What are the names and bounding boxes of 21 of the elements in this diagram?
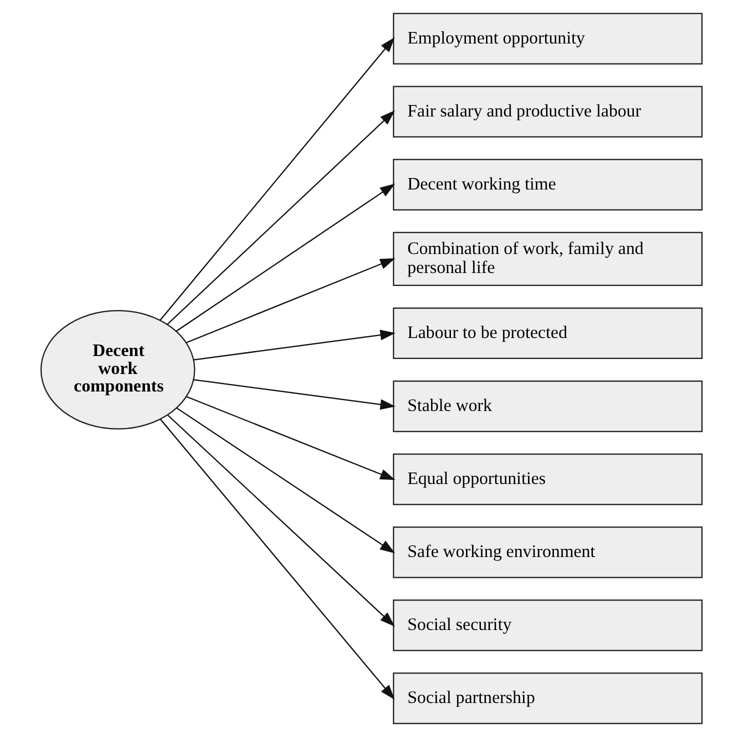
arrow — [176, 408, 395, 554]
node-box: Fair salary and productive labour — [392, 86, 702, 138]
node-box: Equal opportunities — [392, 453, 702, 506]
arrow — [186, 396, 395, 480]
node-box: Social security — [392, 600, 702, 652]
node-box: Social partnership — [392, 672, 702, 724]
arrow — [193, 379, 395, 410]
arrow — [166, 414, 394, 627]
node-box: Combination of work, family and personal life — [392, 232, 702, 286]
arrow — [193, 330, 395, 360]
arrow — [159, 37, 394, 321]
arrow — [159, 418, 394, 700]
node-box: Decent working time — [392, 158, 702, 210]
arrow — [175, 184, 395, 332]
node-box: Stable work — [392, 380, 702, 432]
node-box: Employment opportunity — [392, 12, 702, 64]
arrow — [166, 110, 394, 325]
node-ellipse: Decent work components — [40, 310, 195, 430]
node-box: Labour to be protected — [392, 307, 702, 360]
node-box: Safe working environment — [392, 526, 702, 578]
arrow — [185, 258, 395, 344]
